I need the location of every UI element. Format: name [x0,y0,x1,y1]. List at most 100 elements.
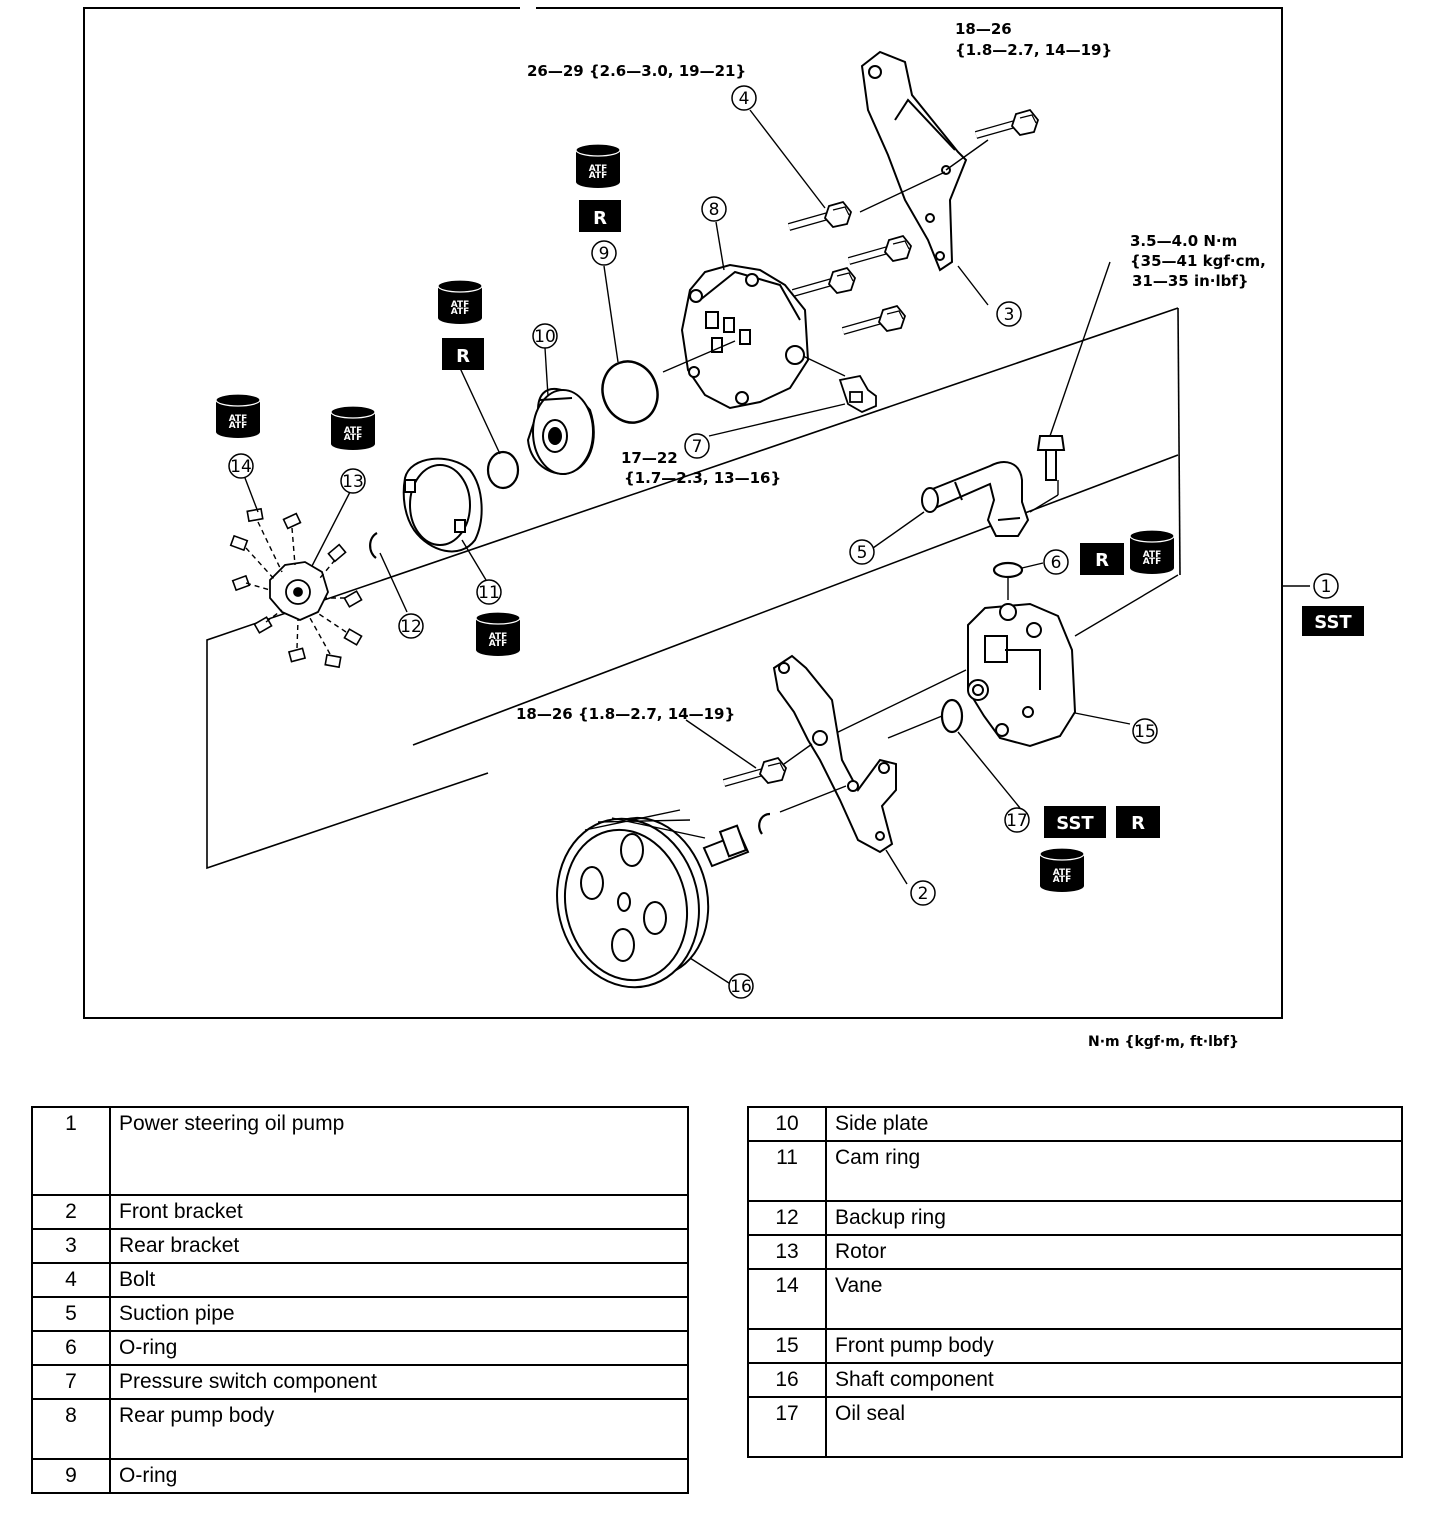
vanes [229,507,363,669]
r-badge: R [579,200,621,232]
suction-pipe-bolt [1036,435,1066,481]
callout-10: 10 [532,323,558,349]
o-ring-9 [601,360,659,424]
callout-3: 3 [996,301,1022,327]
svg-text:ATF: ATF [1053,875,1072,885]
callout-8: 8 [701,196,727,222]
front-pump-body [967,602,1077,748]
svg-text:1: 1 [1321,577,1332,597]
atf-icon: ATF [1129,529,1175,575]
svg-text:{1.7—2.3, 13—16}: {1.7—2.3, 13—16} [624,469,781,487]
svg-text:9: 9 [599,244,610,264]
pressure-switch [838,374,877,414]
callout-14: 14 [228,453,254,479]
svg-text:ATF: ATF [229,421,248,431]
svg-text:ATF: ATF [344,433,363,443]
diagram-frame [83,7,1283,1019]
exploded-diagram: ATF [83,7,1364,1050]
svg-text:ATF: ATF [1143,557,1162,567]
callout-15: 15 [1132,718,1158,744]
sst-badge: SST [1302,606,1364,636]
svg-text:{35—41 kgf·cm,: {35—41 kgf·cm, [1130,252,1266,270]
units-note: N·m {kgf·m, ft·lbf} [1088,1034,1239,1050]
svg-text:ATF: ATF [451,307,470,317]
svg-text:6: 6 [1051,553,1062,573]
front-bracket [772,654,897,854]
svg-text:10: 10 [534,327,556,347]
callout-13: 13 [340,468,366,494]
rear-bracket [860,50,968,272]
callout-7: 7 [684,433,710,459]
svg-text:SST: SST [1056,813,1094,834]
r-badge: R [442,338,484,370]
callout-5: 5 [849,539,875,565]
svg-text:{1.8—2.7, 14—19}: {1.8—2.7, 14—19} [955,41,1112,59]
r-badge: R [1080,543,1124,575]
atf-icon: ATF [215,393,261,439]
rear-pump-body [680,263,810,410]
svg-text:ATF: ATF [489,639,508,649]
svg-text:17—22: 17—22 [621,449,678,467]
backup-ring [369,532,378,559]
svg-text:12: 12 [400,617,422,637]
callout-9: 9 [591,240,617,266]
svg-text:R: R [593,208,607,229]
torque-labels: 26—29 {2.6—3.0, 19—21} 18—26 {1.8—2.7, 1… [516,20,1266,1050]
svg-text:17: 17 [1006,811,1028,831]
svg-text:7: 7 [692,437,703,457]
callout-11: 11 [476,579,502,605]
assembly-outline [206,307,1310,870]
svg-text:3.5—4.0 N·m: 3.5—4.0 N·m [1130,232,1237,250]
side-plate [526,388,595,476]
svg-text:11: 11 [478,583,500,603]
svg-text:16: 16 [730,977,752,997]
svg-text:5: 5 [857,543,868,563]
callout-12: 12 [398,613,424,639]
svg-text:R: R [456,346,470,367]
svg-text:31—35 in·lbf}: 31—35 in·lbf} [1132,272,1249,290]
svg-text:R: R [1131,813,1145,834]
r-badge: R [1116,806,1160,838]
callout-4: 4 [731,85,757,111]
atf-icon: ATF [437,279,483,325]
svg-text:R: R [1095,550,1109,571]
svg-text:SST: SST [1314,612,1352,633]
callout-2: 2 [910,880,936,906]
atf-icon: ATF [475,611,521,657]
cam-ring [402,457,483,553]
svg-text:8: 8 [709,200,720,220]
pulley-shaft [556,809,750,989]
svg-text:18—26 {1.8—2.7, 14—19}: 18—26 {1.8—2.7, 14—19} [516,705,735,723]
suction-pipe [921,461,1030,537]
callout-16: 16 [728,973,754,999]
svg-text:3: 3 [1004,305,1015,325]
atf-icon: ATF [1039,847,1085,893]
callout-17: 17 [1004,807,1030,833]
sst-badge: SST [1044,806,1106,838]
svg-text:4: 4 [739,89,750,109]
svg-text:14: 14 [230,457,252,477]
svg-text:13: 13 [342,472,364,492]
svg-text:18—26: 18—26 [955,20,1012,38]
svg-text:2: 2 [918,884,929,904]
rotor [269,561,329,621]
